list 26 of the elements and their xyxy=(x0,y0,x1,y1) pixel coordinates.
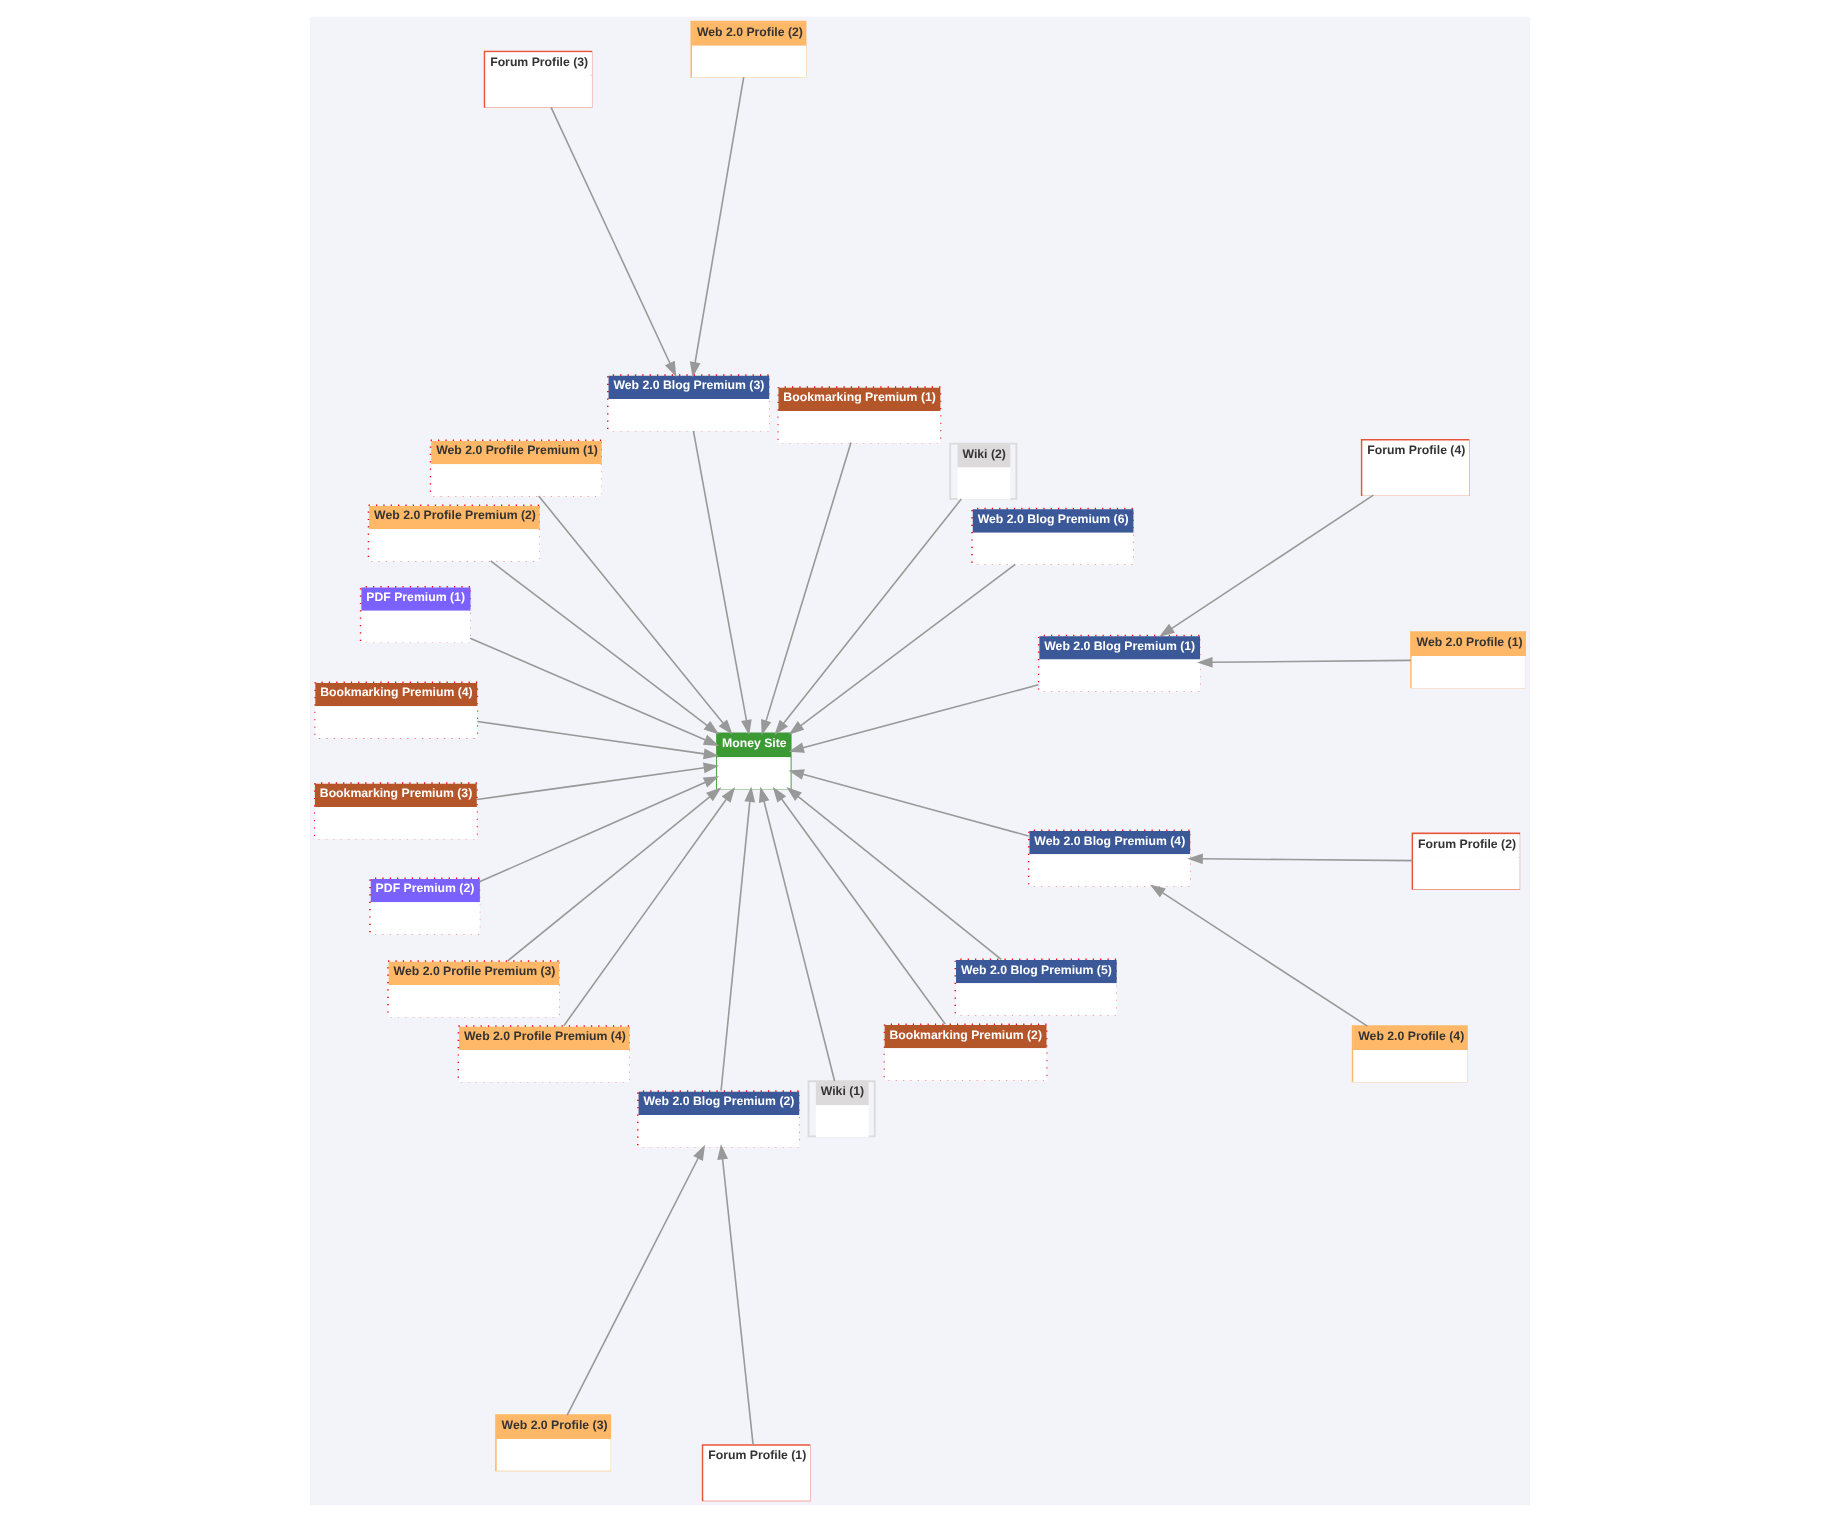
arrow xyxy=(469,637,720,746)
arrow xyxy=(506,787,722,962)
arrow xyxy=(720,786,756,1092)
arrow xyxy=(761,441,852,736)
arrow xyxy=(1149,884,1369,1027)
arrow xyxy=(758,786,836,1082)
arrow xyxy=(550,106,677,378)
arrow xyxy=(476,762,720,801)
arrow xyxy=(788,563,1017,735)
arrow xyxy=(566,1144,706,1416)
arrow xyxy=(786,787,1002,961)
arrow xyxy=(788,684,1040,753)
arrow xyxy=(476,720,720,760)
arrow xyxy=(478,776,720,883)
arrow xyxy=(788,769,1030,837)
arrow xyxy=(692,430,752,736)
arrow xyxy=(772,786,947,1025)
arrow xyxy=(1197,656,1412,668)
arrow xyxy=(563,786,736,1027)
arrow xyxy=(489,560,720,735)
arrow xyxy=(774,498,963,736)
arrow xyxy=(689,76,745,378)
arrow xyxy=(1187,853,1414,865)
arrow xyxy=(717,1144,754,1446)
arrow xyxy=(537,495,733,735)
arrow xyxy=(1159,494,1375,637)
